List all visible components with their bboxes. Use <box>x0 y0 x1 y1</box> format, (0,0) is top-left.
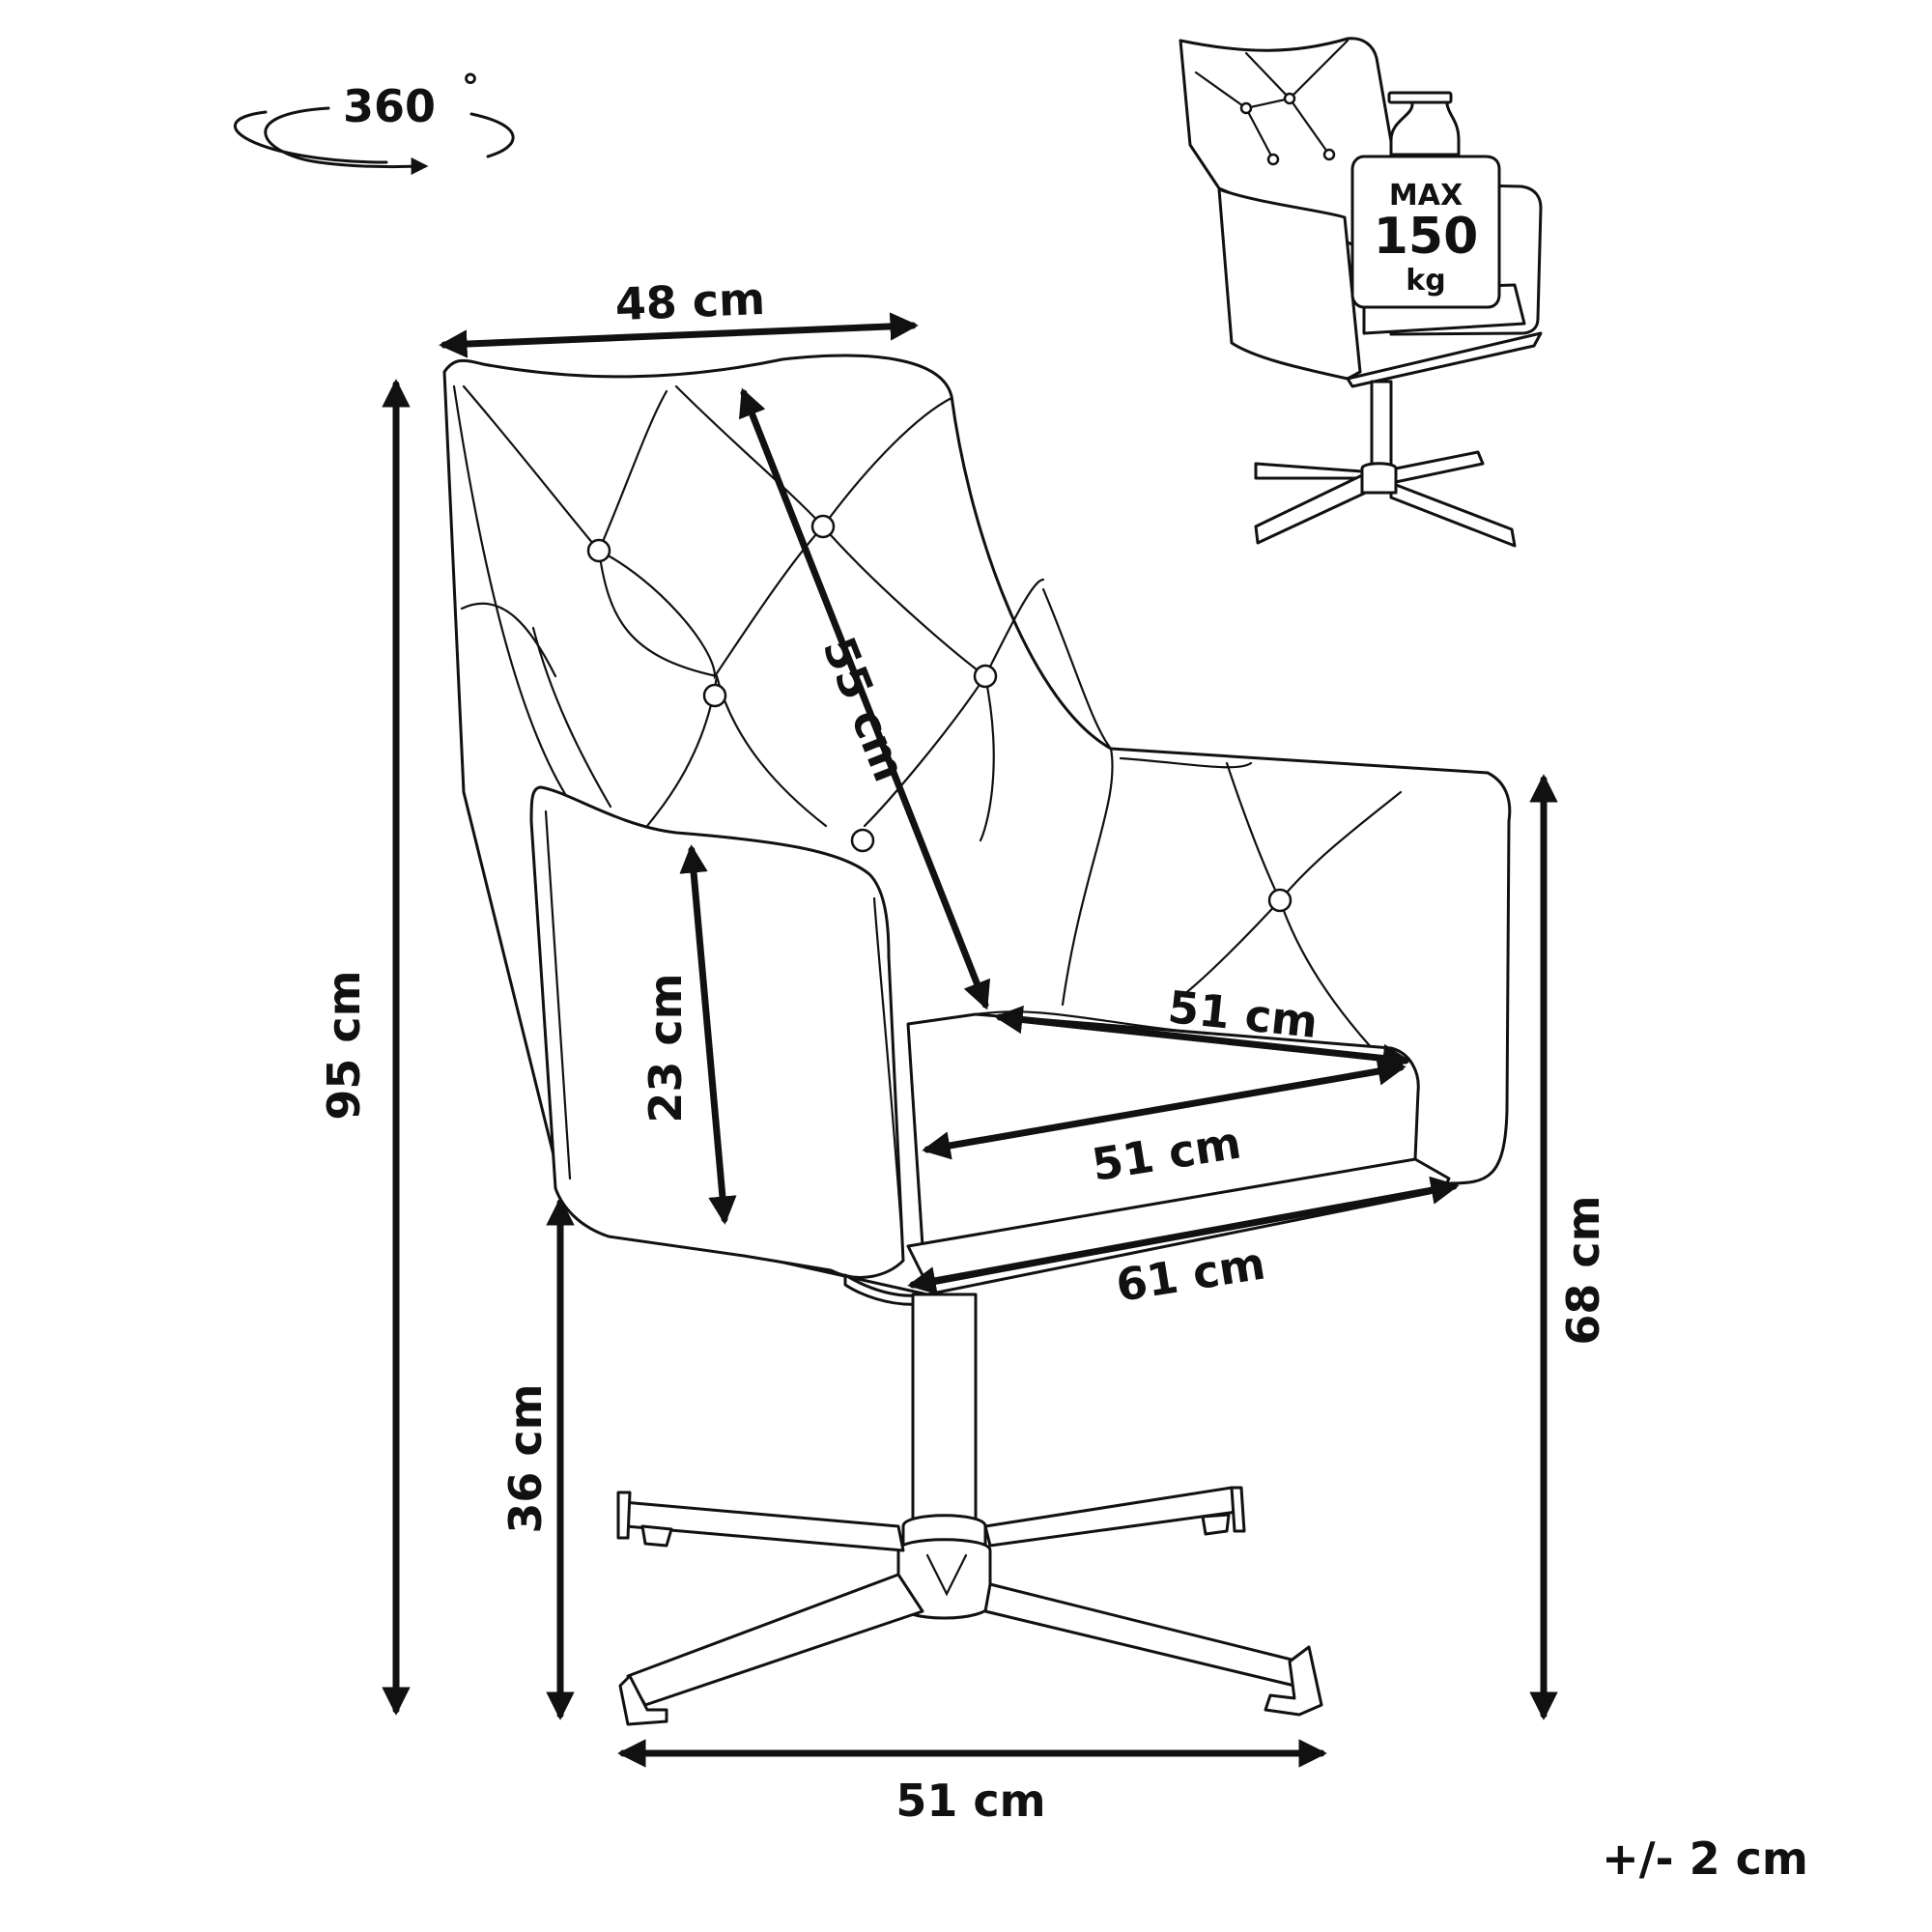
weight-limit-badge: MAX 150 kg <box>1350 91 1501 309</box>
dim-seat-depth-arrow <box>994 1005 1411 1073</box>
weight-badge-unit: kg <box>1406 264 1445 298</box>
weight-badge-max: MAX <box>1389 179 1463 213</box>
dim-backrest-width-arrow <box>439 312 919 358</box>
dim-armrest-height-arrow <box>679 844 737 1225</box>
rotation-label: 360 <box>343 80 436 132</box>
dim-backrest-width-label: 48 cm <box>614 272 766 330</box>
dim-base-width-label: 51 cm <box>895 1775 1045 1827</box>
small-chair-illustration <box>1179 37 1543 548</box>
dim-total-width-arrow <box>907 1176 1460 1295</box>
rotation-icon: 360 ° <box>233 68 515 176</box>
dim-backrest-height-arrow <box>738 387 991 1010</box>
weight-badge-value: 150 <box>1374 208 1479 266</box>
tolerance-note: +/- 2 cm <box>1602 1833 1808 1885</box>
dim-total-height-label: 95 cm <box>318 970 370 1120</box>
dimension-arrows <box>382 312 1558 1768</box>
dim-seat-width-arrow <box>922 1057 1406 1160</box>
dim-armrest-height-label: 23 cm <box>639 973 692 1122</box>
dim-seat-height-label: 36 cm <box>499 1383 552 1533</box>
rotation-degree: ° <box>462 68 479 107</box>
dim-arm-height-label: 68 cm <box>1557 1195 1609 1345</box>
main-chair-illustration <box>442 354 1512 1726</box>
